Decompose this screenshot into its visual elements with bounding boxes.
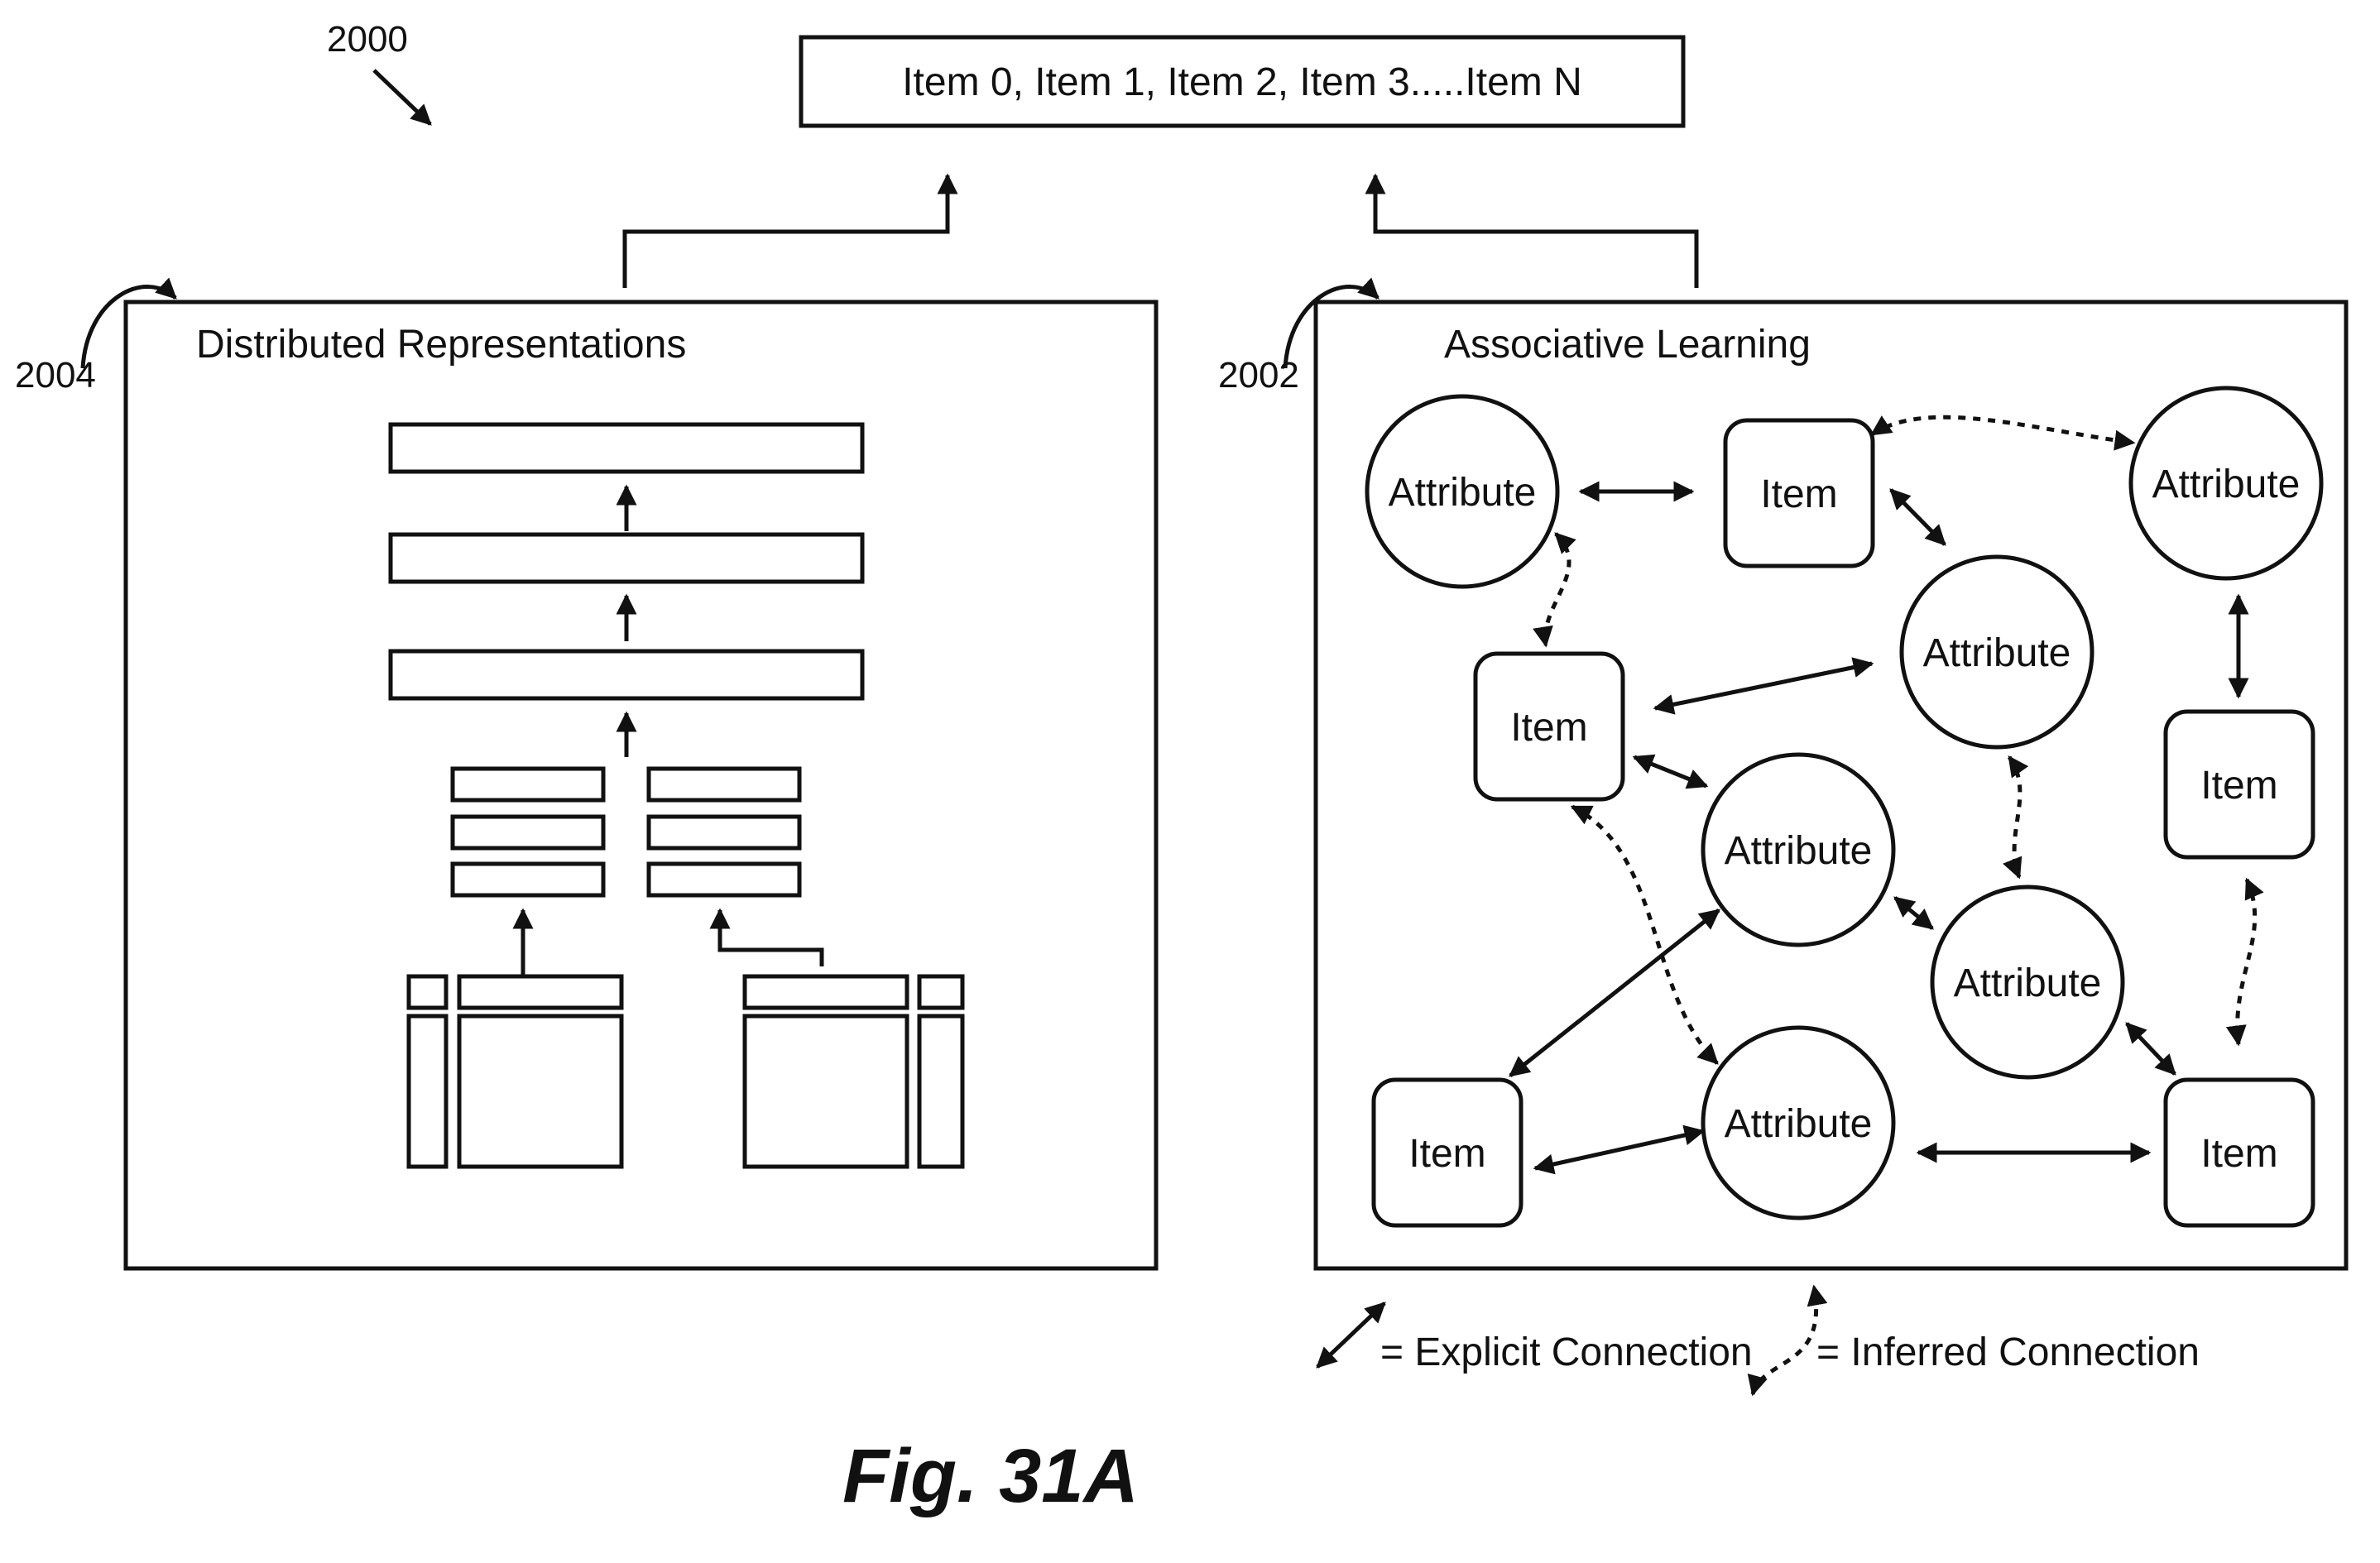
legend-inferred-arrow	[1753, 1287, 1816, 1394]
matrix-right-corner	[919, 976, 962, 1008]
embedding-right-row	[649, 769, 799, 800]
attribute-node-label: Attribute	[1725, 829, 1873, 873]
left-to-output-connector	[625, 175, 948, 288]
attribute-node: Attribute	[1703, 755, 1893, 945]
embedding-left-row	[453, 769, 603, 800]
embedding-left-row	[453, 864, 603, 895]
item-node-label: Item	[2200, 764, 2277, 808]
matrix-right-body	[745, 1016, 907, 1167]
embedding-right-row	[649, 817, 799, 848]
attribute-node: Attribute	[1902, 557, 2092, 747]
item-node: Item	[1476, 654, 1623, 799]
item-node: Item	[1725, 420, 1873, 566]
item-node: Item	[1374, 1080, 1521, 1225]
layer-bar-bottom	[391, 651, 862, 698]
matrix-left-header	[459, 976, 621, 1008]
item-node: Item	[2166, 712, 2313, 857]
attribute-node: Attribute	[1703, 1028, 1893, 1218]
attribute-node-label: Attribute	[1923, 631, 2071, 675]
figure-ref-2000: 2000	[327, 19, 408, 60]
embedding-right-row	[649, 864, 799, 895]
attribute-node-label: Attribute	[1725, 1102, 1873, 1146]
right-to-output-connector	[1375, 175, 1696, 288]
matrix-right-header	[745, 976, 907, 1008]
attribute-node-label: Attribute	[1389, 471, 1537, 515]
legend-inferred-label: = Inferred Connection	[1816, 1330, 2200, 1374]
item-node-label: Item	[1760, 472, 1837, 516]
item-node-label: Item	[2200, 1132, 2277, 1176]
embedding-left-row	[453, 817, 603, 848]
item-node-label: Item	[1408, 1132, 1485, 1176]
item-node-label: Item	[1510, 706, 1587, 750]
matrix-left-body	[459, 1016, 621, 1167]
attribute-node-label: Attribute	[1954, 961, 2102, 1005]
matrix-left-side	[409, 1016, 446, 1167]
attribute-node-label: Attribute	[2152, 463, 2301, 506]
layer-bar-middle	[391, 535, 862, 582]
attribute-node: Attribute	[2131, 388, 2321, 578]
associative-learning-title: Associative Learning	[1444, 323, 1811, 367]
matrix-left-corner	[409, 976, 446, 1008]
legend-explicit-arrow	[1317, 1303, 1384, 1367]
output-items-label: Item 0, Item 1, Item 2, Item 3.....Item …	[902, 60, 1582, 104]
ref-pointer-arrow	[374, 70, 430, 124]
figure-caption: Fig. 31A	[842, 1434, 1139, 1518]
layer-bar-top	[391, 424, 862, 472]
attribute-node: Attribute	[1932, 887, 2123, 1077]
distributed-representations-title: Distributed Representations	[196, 323, 686, 367]
attribute-node: Attribute	[1367, 396, 1557, 587]
legend-explicit-label: = Explicit Connection	[1380, 1330, 1753, 1374]
matrix-right-side	[919, 1016, 962, 1167]
item-node: Item	[2166, 1080, 2313, 1225]
